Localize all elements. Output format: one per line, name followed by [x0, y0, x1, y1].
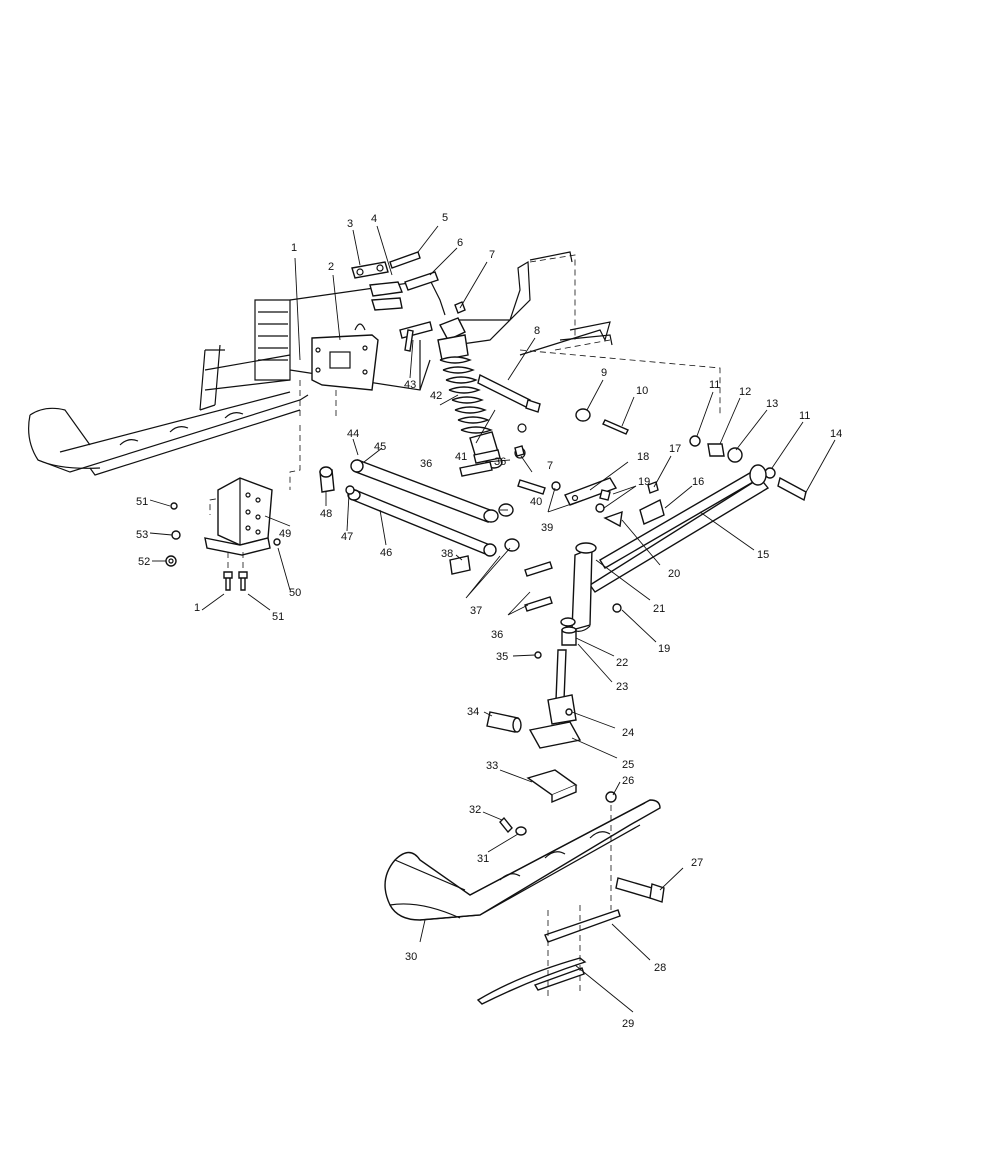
part-tie-rod-8 [477, 373, 629, 459]
part-shock-absorber-42 [437, 317, 503, 469]
callout-27: 27 [691, 857, 703, 869]
callout-4: 4 [371, 213, 377, 225]
callout-41: 41 [455, 451, 467, 463]
callout-33: 33 [486, 760, 498, 772]
callout-36c: 36 [491, 629, 503, 641]
callout-labels: 1 2 3 4 5 6 7 8 9 10 11 12 13 11 14 15 1… [136, 212, 842, 1030]
callout-47: 47 [341, 531, 353, 543]
callout-15: 15 [757, 549, 769, 561]
part-mount-plate-2 [311, 334, 379, 391]
part-nut-35 [534, 651, 542, 659]
part-hardware-50-53 [165, 502, 281, 591]
part-tie-rods-44-46 [347, 459, 499, 557]
callout-30: 30 [405, 951, 417, 963]
callout-44: 44 [347, 428, 359, 440]
part-nut-26 [605, 791, 617, 803]
callout-52: 52 [138, 556, 150, 568]
callout-18: 18 [637, 451, 649, 463]
callout-5: 5 [442, 212, 448, 224]
callout-35: 35 [496, 651, 508, 663]
callout-40: 40 [530, 496, 542, 508]
part-wear-bar-28-29 [476, 805, 621, 1005]
part-spacer-34 [486, 711, 522, 733]
part-bolt-41 [473, 449, 501, 464]
callout-16: 16 [692, 476, 704, 488]
callout-51b: 51 [272, 611, 284, 623]
part-rod-end-47-48 [319, 466, 355, 495]
callout-49: 49 [279, 528, 291, 540]
callout-43: 43 [404, 379, 416, 391]
part-nuts-7 [454, 301, 525, 457]
callout-31: 31 [477, 853, 489, 865]
callout-17: 17 [669, 443, 681, 455]
callout-45: 45 [374, 441, 386, 453]
callout-51: 51 [136, 496, 148, 508]
callout-12: 12 [739, 386, 751, 398]
background-shock [254, 299, 291, 381]
part-shock-brackets [351, 261, 403, 331]
callout-21: 21 [653, 603, 665, 615]
callout-34: 34 [467, 706, 479, 718]
callout-3: 3 [347, 218, 353, 230]
callout-25: 25 [622, 759, 634, 771]
callout-42: 42 [430, 390, 442, 402]
callout-11b: 11 [799, 410, 810, 422]
part-bolts-5-6 [389, 251, 439, 339]
leader-lines [149, 225, 836, 1013]
callout-20: 20 [668, 568, 680, 580]
part-bolt-43 [404, 329, 414, 352]
callout-6: 6 [457, 237, 463, 249]
callout-1: 1 [291, 242, 297, 254]
part-bushings-11-14 [689, 435, 807, 502]
part-ski-30 [384, 799, 661, 921]
callout-14: 14 [830, 428, 842, 440]
background-ski-assembly [28, 344, 309, 476]
part-bolts-36 [459, 461, 553, 612]
callout-37: 37 [470, 605, 482, 617]
callout-2: 2 [328, 261, 334, 273]
callout-53: 53 [136, 529, 148, 541]
callout-19: 19 [638, 476, 650, 488]
callout-7: 7 [489, 249, 495, 261]
part-ski-saddle-33 [526, 769, 578, 804]
callout-22: 22 [616, 657, 628, 669]
part-bushings-37-40 [449, 481, 561, 575]
callout-32: 32 [469, 804, 481, 816]
part-bolt-27 [615, 877, 665, 903]
callout-50: 50 [289, 587, 301, 599]
callout-48: 48 [320, 508, 332, 520]
callout-39: 39 [541, 522, 553, 534]
part-spindle-housing-21 [571, 542, 597, 632]
callout-1b: 1 [194, 602, 200, 614]
callout-29: 29 [622, 1018, 634, 1030]
callout-23: 23 [616, 681, 628, 693]
callout-13: 13 [766, 398, 778, 410]
callout-36b: 36 [494, 456, 506, 468]
callout-10: 10 [636, 385, 648, 397]
part-steering-bracket-49 [204, 477, 273, 556]
part-bushings-22-23 [560, 617, 577, 646]
callout-28: 28 [654, 962, 666, 974]
callout-46: 46 [380, 547, 392, 559]
callout-38: 38 [441, 548, 453, 560]
callout-36: 36 [420, 458, 432, 470]
callout-8: 8 [534, 325, 540, 337]
part-spindle-25 [528, 649, 582, 749]
callout-26: 26 [622, 775, 634, 787]
callout-11: 11 [709, 379, 720, 391]
callout-24: 24 [622, 727, 634, 739]
callout-19b: 19 [658, 643, 670, 655]
callout-9: 9 [601, 367, 607, 379]
callout-7b: 7 [547, 460, 553, 472]
part-pin-31-32 [499, 816, 527, 836]
